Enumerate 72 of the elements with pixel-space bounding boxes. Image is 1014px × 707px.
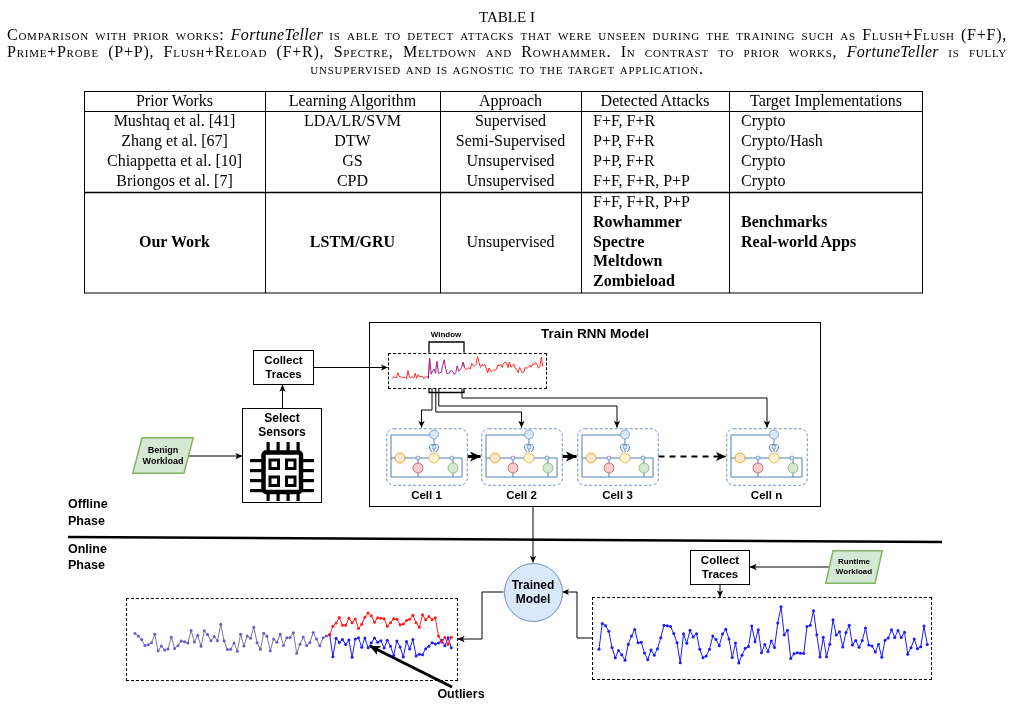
lstm-cell-label: Cell 2 bbox=[506, 488, 537, 501]
table-entry: Crypto/Hash bbox=[741, 131, 823, 151]
node-label: Trained Model bbox=[510, 578, 556, 606]
trace-frame bbox=[592, 597, 932, 680]
table-entry: P+P, F+R bbox=[593, 131, 655, 151]
data-parallelogram bbox=[825, 550, 883, 584]
arrow bbox=[467, 451, 482, 462]
node-label: Runtime Workload bbox=[834, 557, 874, 577]
node-label: Collect Traces bbox=[699, 554, 741, 581]
arrow bbox=[529, 506, 537, 563]
arrow bbox=[418, 388, 433, 428]
arrow bbox=[657, 452, 727, 461]
arrow bbox=[749, 563, 830, 571]
arrow bbox=[562, 451, 578, 462]
arrow bbox=[188, 452, 243, 460]
table-entry: DTW bbox=[334, 131, 371, 151]
arrow bbox=[562, 588, 593, 639]
process-container bbox=[369, 322, 821, 507]
table-entry: Benchmarks Real-world Apps bbox=[741, 212, 858, 252]
arrow bbox=[313, 364, 388, 371]
arrow bbox=[369, 644, 453, 689]
column-header: Approach bbox=[478, 91, 543, 111]
column-header: Learning Algorithm bbox=[288, 91, 417, 111]
node-label: Select Sensors bbox=[257, 412, 307, 439]
callout-label: Outliers bbox=[437, 687, 485, 701]
column-header: Detected Attacks bbox=[600, 91, 710, 111]
table-entry: CPD bbox=[336, 171, 369, 191]
table-entry: GS bbox=[342, 151, 363, 171]
table-entry: F+F, F+R, P+P Rowhammer Spectre Meltdown Zombieload bbox=[593, 192, 690, 291]
table-entry: Mushtaq et al. [41] bbox=[113, 111, 236, 131]
arrow bbox=[435, 388, 525, 428]
column-header: Prior Works bbox=[135, 91, 214, 111]
table-entry: F+F, F+R, P+P bbox=[593, 171, 690, 191]
data-parallelogram bbox=[132, 437, 194, 474]
table-title: TABLE I bbox=[479, 8, 535, 26]
table-entry: Zhang et al. [67] bbox=[121, 131, 228, 151]
table-entry: Crypto bbox=[741, 111, 786, 131]
process-box bbox=[253, 350, 314, 385]
table-entry: Unsupervised bbox=[466, 232, 555, 252]
table-entry: LSTM/GRU bbox=[309, 232, 396, 252]
trace-frame bbox=[387, 352, 547, 389]
table-entry: Crypto bbox=[741, 171, 786, 191]
arrow bbox=[457, 591, 504, 643]
arrow bbox=[438, 388, 621, 428]
table-entry: Unsupervised bbox=[466, 171, 555, 191]
table-entry: P+P, F+R bbox=[593, 151, 655, 171]
process-box bbox=[690, 550, 750, 585]
phase-label: Offline Phase bbox=[68, 496, 108, 529]
table-caption: Comparison with prior works: FortuneTeller is able to detect attacks that were unseen during the training such as Flush+Flush (F+F), Prime+Probe (P+P), Flush+Reload (F+R), Spectre, Meltdown and Rowhammer. In contrast to prior works, FortuneTeller is fully unsupervised and is agnostic to the target application. bbox=[7, 26, 1007, 77]
table-entry: LDA/LR/SVM bbox=[304, 111, 401, 131]
phase-label: Online Phase bbox=[68, 540, 107, 574]
column-header: Target Implementations bbox=[750, 91, 902, 111]
table-entry: Supervised bbox=[474, 111, 547, 131]
table-entry: Crypto bbox=[741, 151, 786, 171]
table-entry: Unsupervised bbox=[466, 151, 555, 171]
lstm-cell-label: Cell 3 bbox=[602, 488, 633, 501]
arrow bbox=[716, 584, 724, 598]
node-label: Benign Workload bbox=[141, 444, 185, 467]
window-label: Window bbox=[430, 329, 462, 339]
process-box bbox=[242, 408, 322, 503]
lstm-cell-label: Cell 1 bbox=[411, 488, 442, 501]
table-entry: Semi-Supervised bbox=[455, 131, 566, 151]
container-title: Train RNN Model bbox=[541, 326, 649, 342]
arrow bbox=[461, 388, 771, 428]
table-entry: Briongos et al. [7] bbox=[116, 171, 233, 191]
table-entry: Our Work bbox=[139, 232, 210, 252]
table-entry: Chiappetta et al. [10] bbox=[106, 151, 243, 171]
table-entry: F+F, F+R bbox=[593, 111, 656, 131]
arrow bbox=[279, 384, 286, 409]
lstm-cell-label: Cell n bbox=[750, 488, 783, 501]
node-label: Collect Traces bbox=[263, 354, 304, 381]
trace-frame bbox=[126, 598, 458, 681]
